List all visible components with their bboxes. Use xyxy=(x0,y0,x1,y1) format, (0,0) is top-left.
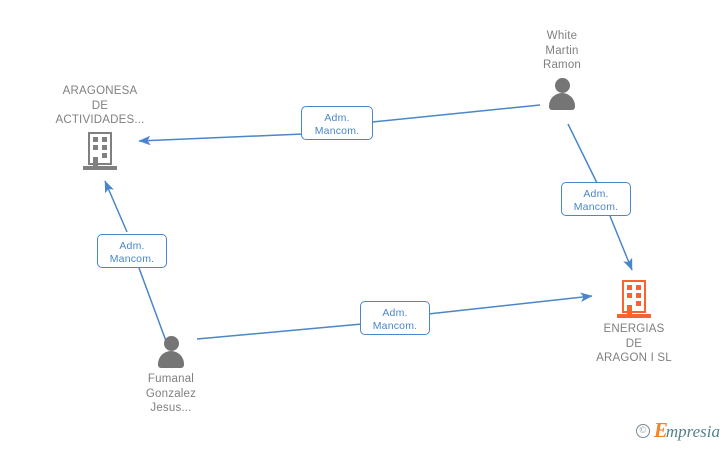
edge-fumanal-to-aragonesa-line xyxy=(138,267,167,342)
edge-label-fumanal-to-energias[interactable]: Adm. Mancom. xyxy=(360,301,430,335)
node-energias-de-aragon-label: ENERGIAS DE ARAGON I SL xyxy=(596,323,672,364)
brand-initial: E xyxy=(653,418,668,442)
node-aragonesa[interactable]: ARAGONESA DE ACTIVIDADES... xyxy=(35,84,165,170)
node-fumanal-gonzalez-jesus[interactable]: Fumanal Gonzalez Jesus... xyxy=(106,336,236,416)
copyright-icon: © xyxy=(635,424,650,438)
watermark: © Empresia xyxy=(635,420,720,442)
edge-label-white-to-energias[interactable]: Adm. Mancom. xyxy=(561,182,631,216)
edge-label-fumanal-to-aragonesa[interactable]: Adm. Mancom. xyxy=(97,234,167,268)
brand-name: Empresia xyxy=(654,420,720,442)
person-icon xyxy=(545,77,579,110)
person-icon xyxy=(154,336,188,368)
edge-white-to-energias-arrow xyxy=(609,215,633,271)
edge-white-to-energias-line xyxy=(567,123,598,184)
node-white-martin-ramon-label: White Martin Ramon xyxy=(542,30,582,71)
edge-fumanal-to-aragonesa-arrow xyxy=(104,180,128,233)
building-icon xyxy=(83,131,117,170)
node-white-martin-ramon[interactable]: White Martin Ramon xyxy=(497,29,627,110)
brand-rest: mpresia xyxy=(665,422,720,441)
edge-label-white-to-aragonesa[interactable]: Adm. Mancom. xyxy=(301,106,373,140)
node-aragonesa-label: ARAGONESA DE ACTIVIDADES... xyxy=(55,85,145,126)
node-fumanal-gonzalez-jesus-label: Fumanal Gonzalez Jesus... xyxy=(145,373,197,414)
node-energias-de-aragon[interactable]: ENERGIAS DE ARAGON I SL xyxy=(569,280,699,366)
building-icon xyxy=(617,280,651,318)
edge-fumanal-to-energias-arrow xyxy=(427,292,593,315)
